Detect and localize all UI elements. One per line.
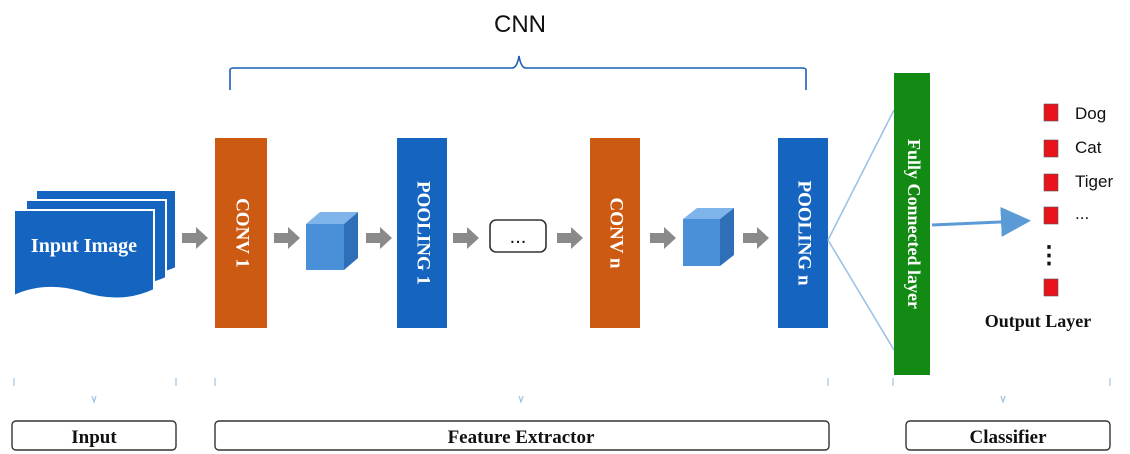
output-label-more: ...	[1075, 204, 1089, 223]
output-square-last	[1043, 278, 1059, 297]
conv1-label: CONV 1	[232, 198, 253, 268]
output-square-tiger	[1043, 173, 1059, 192]
output-square-dog	[1043, 103, 1059, 122]
arrow-cube1-pool1	[366, 227, 392, 249]
section-box-classifier	[905, 420, 1111, 451]
input-image-label: Input Image	[31, 235, 137, 257]
section-label-feature-extractor: Feature Extractor	[448, 427, 595, 448]
pooln-block	[778, 138, 828, 328]
section-label-input: Input	[71, 427, 117, 448]
cube1-front	[306, 224, 344, 270]
ellipsis-box-text: ...	[510, 226, 527, 248]
fc-to-output-arrow	[931, 206, 1031, 237]
pooln-label: POOLING n	[794, 180, 815, 285]
section-box-feature-extractor	[214, 420, 830, 451]
fully-connected-block	[894, 73, 930, 375]
input-image-stack: Input Image	[13, 189, 177, 300]
output-vertical-dots: ⋮	[1037, 242, 1061, 269]
conv1-block	[215, 138, 267, 328]
output-list: Dog Cat Tiger ... ⋮	[1037, 103, 1113, 297]
convn-label: CONV n	[606, 198, 627, 269]
tick-input-center	[91, 395, 97, 404]
arrow-conv1-cube1	[274, 227, 300, 249]
cube1-side	[344, 212, 358, 270]
pooln-to-fc-lower-line	[827, 239, 895, 351]
pooln-to-fc-upper-line	[827, 109, 895, 241]
pool1-block	[397, 138, 447, 328]
cnn-title: CNN	[494, 11, 546, 38]
section-ticks	[13, 378, 1111, 404]
arrow-ellipsis-convn	[557, 227, 583, 249]
section-box-input	[11, 420, 177, 451]
output-label-dog: Dog	[1075, 104, 1106, 123]
feature-map-cube-2	[683, 208, 734, 266]
convn-block	[590, 138, 640, 328]
output-square-cat	[1043, 139, 1059, 158]
arrow-convn-cube2	[650, 227, 676, 249]
arrow-cube2-pooln	[743, 227, 769, 249]
arrow-input-conv1	[182, 227, 208, 249]
pool1-label: POOLING 1	[413, 181, 434, 285]
cnn-brace	[229, 55, 807, 90]
output-label-tiger: Tiger	[1075, 172, 1113, 191]
cube2-top	[683, 208, 734, 219]
cube1-top	[306, 212, 358, 224]
output-label-cat: Cat	[1075, 138, 1102, 157]
tick-classifier-center	[1000, 395, 1006, 404]
output-square-more	[1043, 206, 1059, 225]
section-label-classifier: Classifier	[969, 427, 1047, 448]
ellipsis-box	[489, 219, 547, 253]
arrow-pool1-ellipsis	[453, 227, 479, 249]
flow-arrows	[182, 227, 769, 249]
fully-connected-label: Fully Connected layer	[904, 139, 924, 309]
cube2-side	[720, 208, 734, 266]
input-image-sheet-front	[13, 209, 155, 300]
feature-map-cube-1	[306, 212, 358, 270]
output-layer-label: Output Layer	[985, 311, 1092, 331]
tick-feature-center	[518, 395, 524, 404]
cube2-front	[683, 219, 720, 266]
